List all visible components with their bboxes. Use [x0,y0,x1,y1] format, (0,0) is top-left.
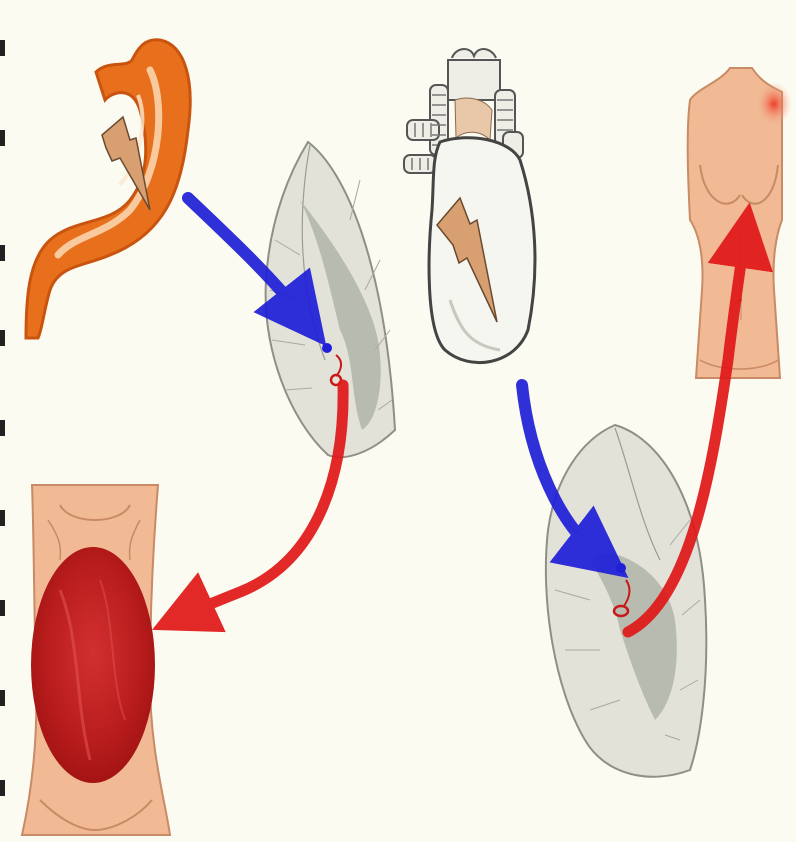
heart-illustration [404,49,535,363]
abdomen-illustration [22,485,170,835]
torso-illustration [688,68,792,378]
stomach-illustration [26,40,190,338]
spinal-cord-section [546,425,706,777]
border-marks [0,40,5,796]
